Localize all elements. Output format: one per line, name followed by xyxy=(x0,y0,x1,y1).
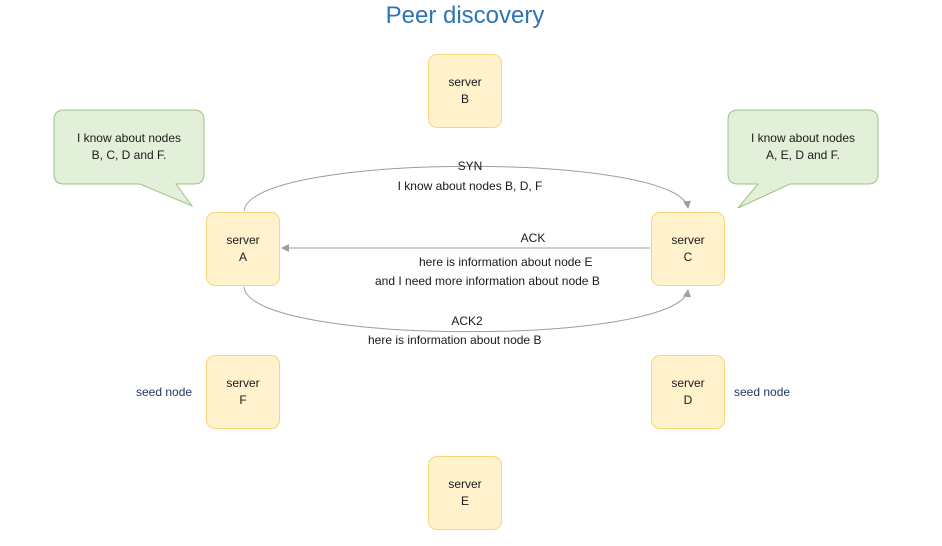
server-node-f[interactable]: server F xyxy=(206,355,280,429)
ack-detail-line1: here is information about node E xyxy=(419,255,593,269)
speech-bubble-left-text: I know about nodes B, C, D and F. xyxy=(54,130,204,164)
server-node-f-id: F xyxy=(239,393,247,407)
speech-bubble-left xyxy=(53,109,205,208)
ack-label: ACK xyxy=(520,231,546,245)
server-node-c-label: server xyxy=(671,233,705,247)
server-node-a-id: A xyxy=(238,250,247,264)
server-node-b-id: B xyxy=(460,92,469,106)
server-node-c[interactable]: server C xyxy=(651,212,725,286)
server-node-e-label: server xyxy=(448,477,482,491)
ack-detail-line2: and I need more information about node B xyxy=(375,274,600,288)
speech-bubble-right-line2: A, E, D and F. xyxy=(765,148,841,162)
server-node-a[interactable]: server A xyxy=(206,212,280,286)
speech-bubble-left-line2: B, C, D and F. xyxy=(91,148,167,162)
seed-node-label-f: seed node xyxy=(136,385,193,399)
edge-syn-a-to-c xyxy=(243,165,691,212)
seed-node-label-d: seed node xyxy=(734,385,791,399)
server-node-f-label: server xyxy=(226,376,260,390)
syn-label: SYN xyxy=(457,159,483,173)
speech-bubble-left-line1: I know about nodes xyxy=(76,131,182,145)
server-node-b[interactable]: server B xyxy=(428,54,502,128)
speech-bubble-right xyxy=(727,109,879,209)
speech-bubble-right-line1: I know about nodes xyxy=(750,131,856,145)
server-node-a-label: server xyxy=(226,233,260,247)
server-node-c-id: C xyxy=(683,250,693,264)
server-node-d-id: D xyxy=(683,393,693,407)
page-title: Peer discovery xyxy=(385,2,545,29)
server-node-e-id: E xyxy=(460,494,469,508)
server-node-b-label: server xyxy=(448,75,482,89)
server-node-e[interactable]: server E xyxy=(428,456,502,530)
speech-bubble-right-text: I know about nodes A, E, D and F. xyxy=(728,130,878,164)
edge-ack2-a-to-c xyxy=(243,286,691,333)
ack2-detail: here is information about node B xyxy=(368,333,542,347)
ack2-label: ACK2 xyxy=(451,314,483,328)
server-node-d-label: server xyxy=(671,376,705,390)
server-node-d[interactable]: server D xyxy=(651,355,725,429)
syn-detail: I know about nodes B, D, F xyxy=(397,179,543,193)
